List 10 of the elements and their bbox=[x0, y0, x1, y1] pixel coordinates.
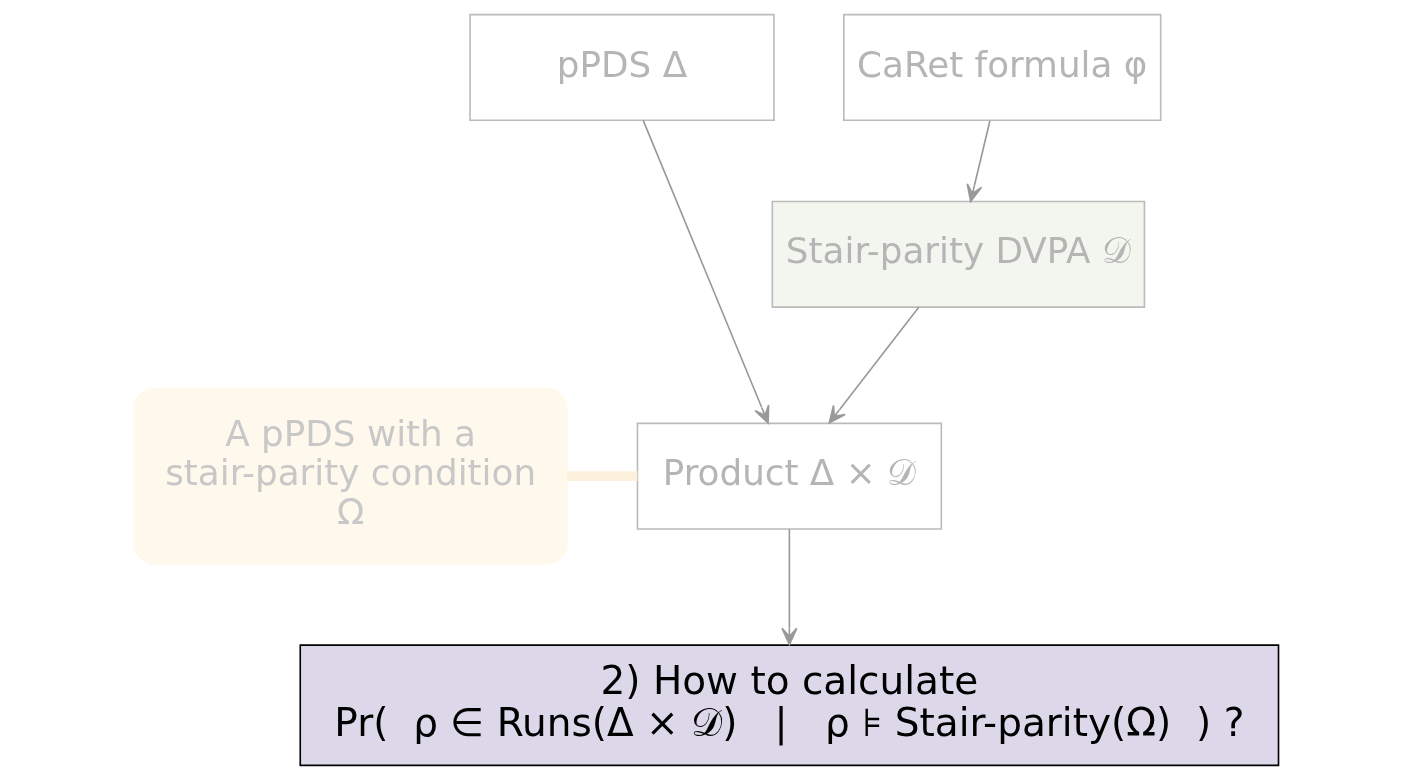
node-box: Product Δ × 𝒟 bbox=[636, 422, 942, 530]
arrow bbox=[641, 119, 769, 424]
node-box: CaRet formula φ bbox=[842, 13, 1161, 122]
connector bbox=[566, 471, 637, 481]
arrow bbox=[828, 306, 920, 424]
arrow bbox=[965, 119, 991, 203]
node-box: 2) How to calculate Pr( ρ ∈ Runs(Δ × 𝒟) | ρ ⊧ Stair-parity(Ω) ) ? bbox=[298, 644, 1279, 767]
node-box: Stair-parity DVPA 𝒟 bbox=[771, 200, 1145, 308]
arrow bbox=[780, 528, 797, 646]
node-box: pPDS Δ bbox=[468, 13, 775, 122]
